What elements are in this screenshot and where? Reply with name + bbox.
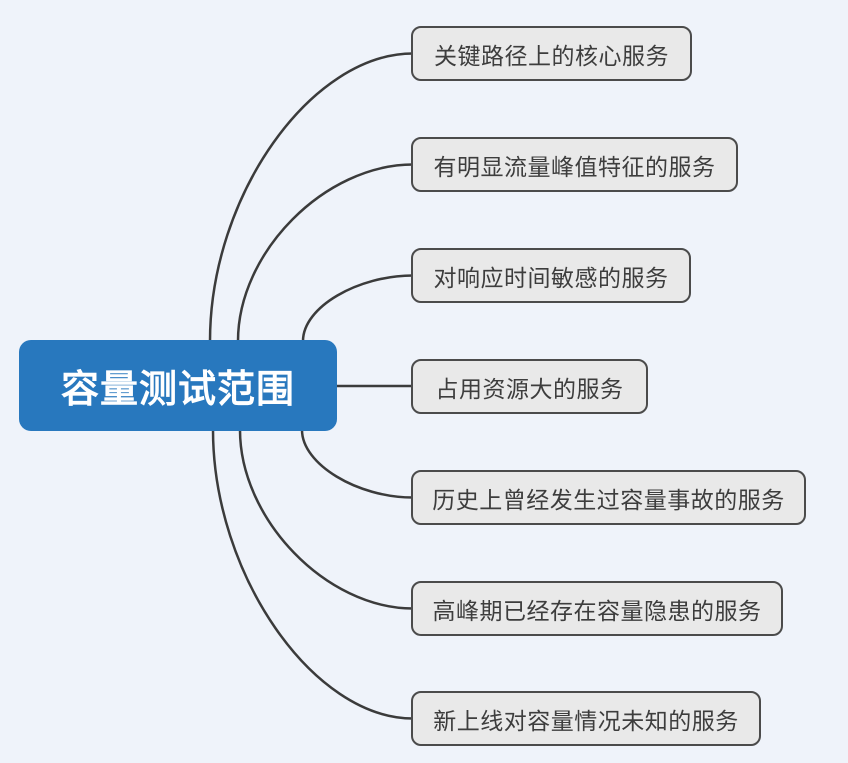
branch-node-label: 历史上曾经发生过容量事故的服务: [432, 486, 785, 513]
root-node[interactable]: 容量测试范围: [19, 340, 337, 431]
connector-branch-6: [238, 428, 415, 610]
branch-node-label: 新上线对容量情况未知的服务: [433, 707, 739, 734]
connector-branch-7: [211, 428, 415, 720]
connector-branch-1: [208, 52, 415, 343]
connector-branch-5: [300, 428, 415, 499]
root-node-label: 容量测试范围: [60, 369, 295, 411]
branch-node-label: 对响应时间敏感的服务: [433, 264, 669, 291]
branch-node-label: 关键路径上的核心服务: [434, 42, 669, 69]
branch-node-label: 有明显流量峰值特征的服务: [433, 153, 716, 180]
connector-branch-3: [301, 274, 415, 343]
branch-node-core-services[interactable]: 关键路径上的核心服务: [411, 26, 692, 81]
branch-node-resource-heavy[interactable]: 占用资源大的服务: [411, 359, 648, 414]
branch-node-label: 占用资源大的服务: [435, 375, 624, 402]
branch-node-label: 高峰期已经存在容量隐患的服务: [432, 597, 762, 624]
branch-node-traffic-peak[interactable]: 有明显流量峰值特征的服务: [411, 137, 738, 192]
connector-branch-2: [236, 163, 415, 343]
branch-node-peak-risk[interactable]: 高峰期已经存在容量隐患的服务: [411, 581, 783, 636]
branch-node-response-time[interactable]: 对响应时间敏感的服务: [411, 248, 691, 303]
branch-node-past-incidents[interactable]: 历史上曾经发生过容量事故的服务: [411, 470, 806, 525]
branch-node-new-launch[interactable]: 新上线对容量情况未知的服务: [411, 691, 761, 746]
